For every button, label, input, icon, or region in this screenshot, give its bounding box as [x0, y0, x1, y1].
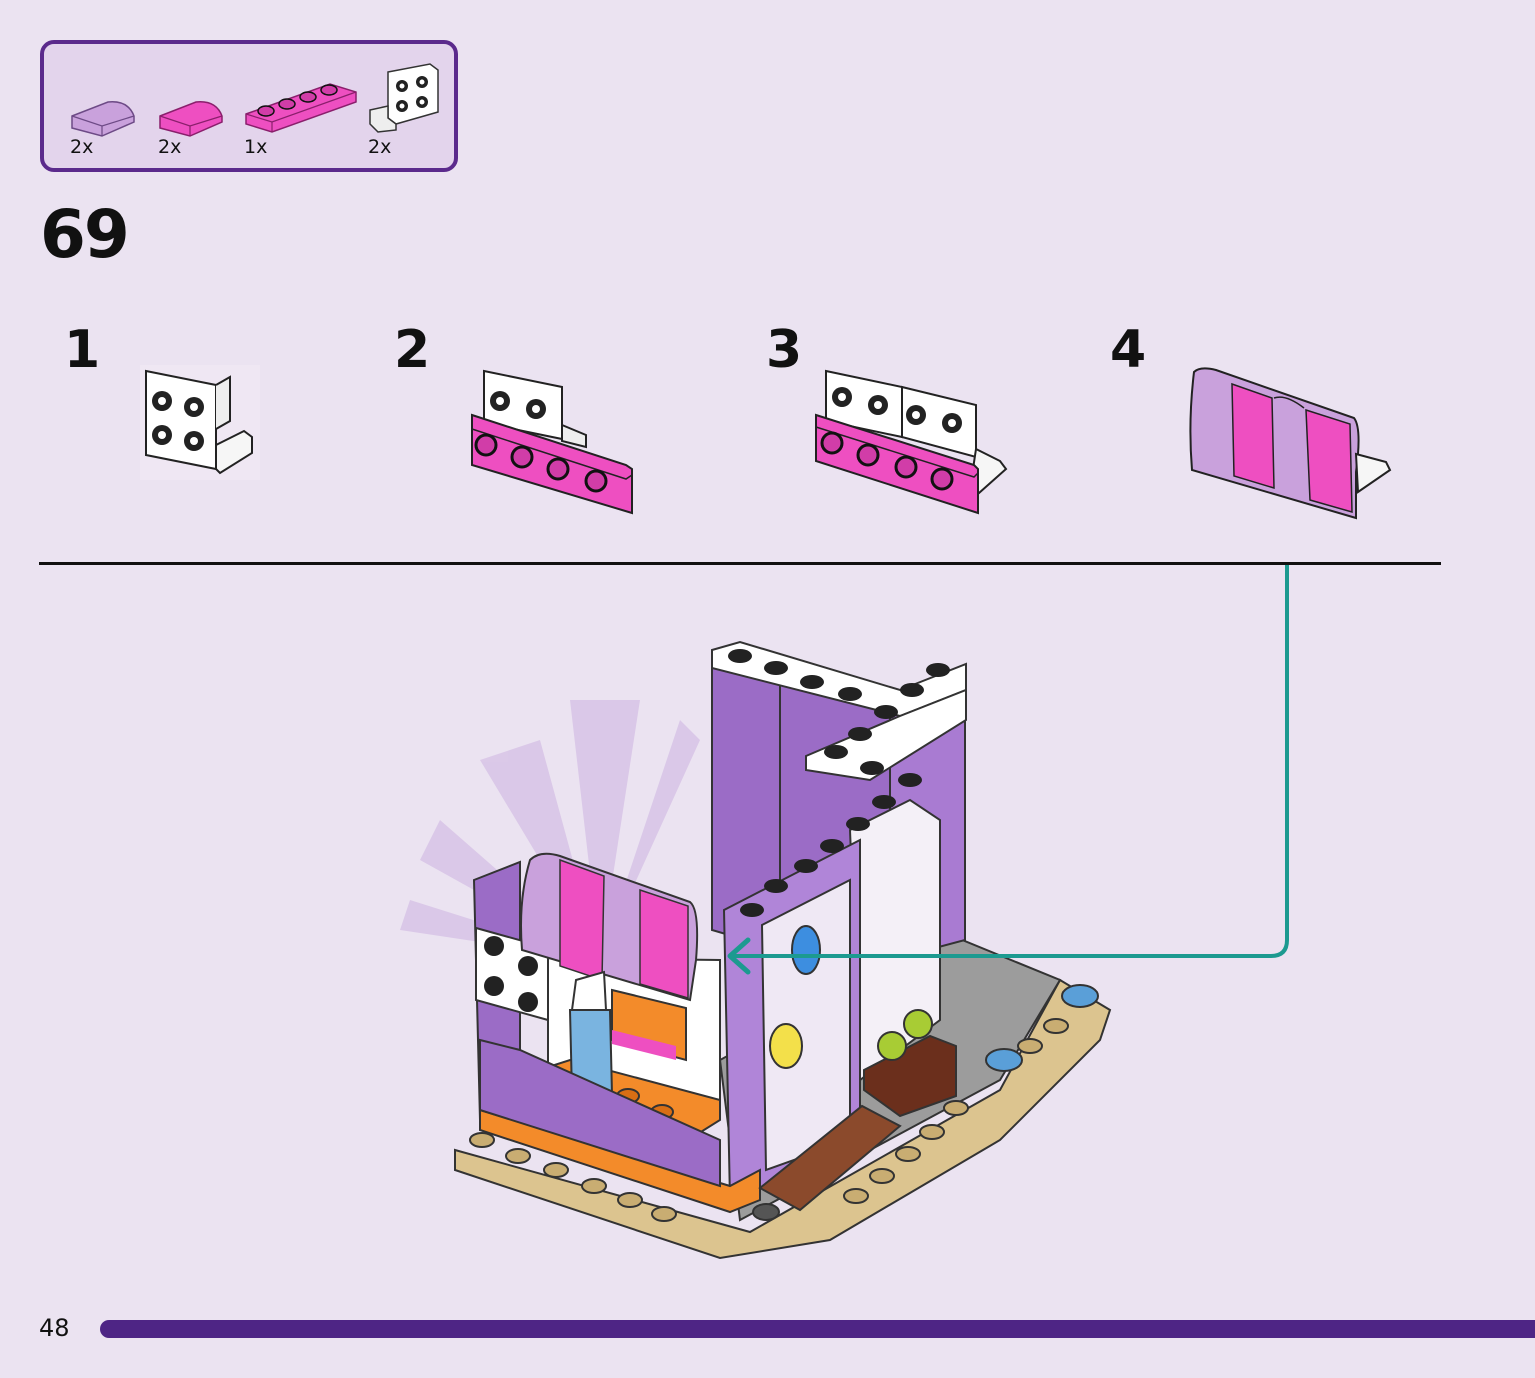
part-qty-white-bracket: 2x	[368, 136, 392, 158]
magenta-plate-part	[245, 83, 357, 133]
white-bracket-part	[369, 63, 439, 133]
parts-list-box: 2x 2x 1x 2x	[40, 40, 458, 172]
page-number: 48	[39, 1314, 70, 1342]
main-model-illustration	[400, 640, 1112, 1260]
section-divider	[39, 562, 1441, 565]
substep-3-assembly	[815, 369, 1008, 515]
progress-bar	[100, 1320, 1535, 1338]
step-number: 69	[40, 196, 130, 273]
substep-1-bracket	[140, 365, 260, 480]
part-qty-lavender-slope: 2x	[70, 136, 94, 158]
substep-4-assembly	[1189, 367, 1392, 520]
substep-number-3: 3	[766, 320, 803, 380]
substep-2-assembly	[471, 369, 633, 515]
lavender-curved-slope-part	[71, 101, 135, 137]
substep-number-4: 4	[1110, 320, 1147, 380]
substep-number-1: 1	[64, 320, 101, 380]
part-qty-magenta-slope: 2x	[158, 136, 182, 158]
magenta-curved-slope-part	[159, 101, 223, 137]
part-qty-magenta-plate: 1x	[244, 136, 268, 158]
substep-number-2: 2	[394, 320, 431, 380]
